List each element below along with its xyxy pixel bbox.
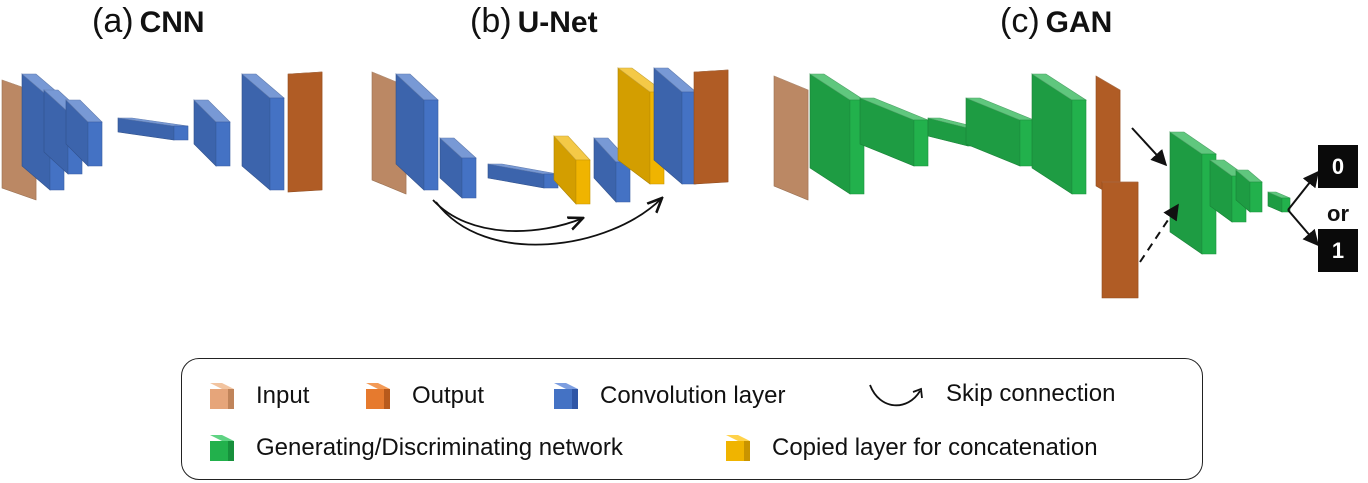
generator-layer [965,97,1035,167]
panel-letter: (b) [470,2,512,40]
legend: Input Output Convolution layer Skip conn… [181,358,1203,480]
conv-layer [439,137,477,199]
conv-layer [653,67,697,185]
output-layer [287,71,323,193]
legend-gen: Generating/Discriminating network [204,431,623,465]
panel-letter: (a) [92,2,134,40]
output-box-1 [1318,229,1358,272]
conv-layer [395,73,439,191]
output-layer [693,69,729,185]
output-swatch-icon [366,383,390,409]
copied-swatch-icon [726,435,750,461]
generator-layer [859,97,929,167]
legend-input: Input [204,379,309,413]
output-box-0 [1318,145,1358,188]
conv-layer [241,73,285,191]
input-layer [773,75,809,201]
skip-connection-arrow [435,198,662,246]
panel-letter: (c) [1000,2,1040,40]
legend-output: Output [360,379,484,413]
generated-sample [1095,75,1121,201]
conv-layer [193,99,231,167]
conv-layer [65,99,103,167]
architecture-diagram: 0 or 1 [1,67,1358,299]
generator-layer [808,73,866,195]
legend-gen-label: Generating/Discriminating network [256,434,623,461]
conv-layer [487,163,559,189]
skip-connection-icon [869,384,923,407]
legend-skip-label: Skip connection [946,380,1116,407]
conv-swatch-icon [554,383,578,409]
copied-layer [553,135,591,205]
discriminator-layer [1169,131,1217,255]
output-0-label: 0 [1332,154,1344,179]
discriminator-layer [1235,169,1263,213]
panel-name: U-Net [517,6,598,39]
legend-conv: Convolution layer [548,379,785,413]
legend-output-label: Output [412,382,485,409]
panel-name: GAN [1045,6,1113,39]
or-label: or [1327,201,1349,226]
skip-connection-arrow [432,199,583,232]
panel-name: CNN [139,6,205,39]
legend-copied-label: Copied layer for concatenation [772,434,1098,461]
generator-to-discriminator-arrow [1131,127,1168,167]
output-arrow-0 [1287,170,1319,211]
output-1-label: 1 [1332,238,1344,263]
output-arrow-1 [1287,209,1320,247]
panel-title-gan: (c)GAN [1000,2,1112,41]
legend-conv-label: Convolution layer [600,382,786,409]
panel-title-unet: (b)U-Net [470,2,598,41]
real-sample [1101,181,1139,299]
real-sample-dashed-arrow [1139,203,1179,263]
legend-skip: Skip connection [866,377,1115,411]
discriminator-layer [1267,191,1291,213]
conv-layer [117,117,189,141]
generator-layer [1030,73,1088,195]
legend-input-label: Input [256,382,310,409]
gen-swatch-icon [210,435,234,461]
panel-title-cnn: (a)CNN [92,2,205,41]
input-swatch-icon [210,383,234,409]
legend-copied: Copied layer for concatenation [720,431,1098,465]
